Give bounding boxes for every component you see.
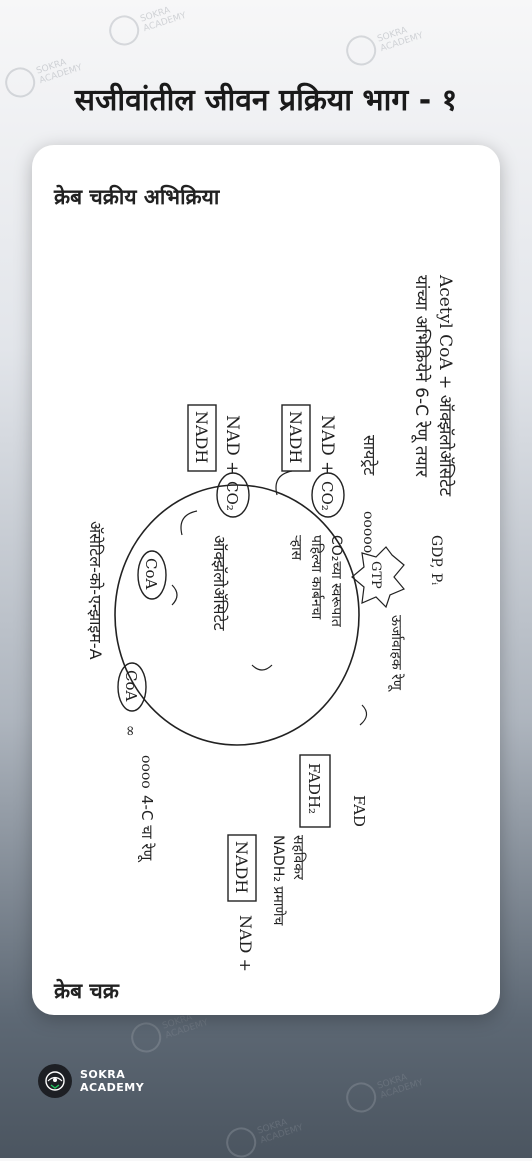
co2-1: CO₂ bbox=[318, 481, 336, 511]
top-note-line2: यांच्या अभिक्रियेने 6-C रेणू तयार bbox=[411, 275, 432, 478]
fad-label: FAD bbox=[350, 795, 368, 827]
fadh2-label: FADH₂ bbox=[305, 763, 323, 814]
coa-left-oval bbox=[117, 662, 147, 712]
four-c-label: 4-C चा रेणू bbox=[137, 795, 156, 862]
citrate-chain: ooooo bbox=[360, 511, 376, 553]
gdp-label: GDP, Pᵢ bbox=[428, 535, 444, 585]
coa-right: CoA bbox=[142, 558, 160, 590]
oxaloacetate-label: ऑक्झॅलोॲसिटेट bbox=[210, 535, 229, 632]
brand-line2: ACADEMY bbox=[80, 1081, 145, 1094]
acetyl-coa-label: ॲसेटिल-को-एन्झाइम-A bbox=[86, 521, 105, 660]
card-footer-label: क्रेब चक्र bbox=[54, 979, 119, 1003]
page-title: सजीवांतील जीवन प्रक्रिया भाग - १ bbox=[74, 83, 458, 118]
nadh2-note-line2: सहविकर bbox=[290, 835, 307, 880]
nadh-3: NADH bbox=[232, 841, 251, 893]
co2-note1-line2: पहिल्या कार्बनचा bbox=[308, 535, 325, 620]
nadh-1: NADH bbox=[286, 411, 305, 463]
nadh2-note-line1: NADH₂ प्रमाणेच bbox=[270, 835, 287, 927]
top-note-line1: Acetyl CoA + ऑक्झॅलोॲसिटेट bbox=[435, 274, 456, 497]
gtp-label: GTP bbox=[368, 561, 383, 589]
brand-logo: SOKRA ACADEMY bbox=[38, 1064, 144, 1098]
co2-note1-line3: ऱ्हास bbox=[288, 535, 304, 561]
nad-plus-3: NAD + bbox=[236, 915, 255, 972]
energy-note: ऊर्जावाहक रेणू bbox=[388, 615, 405, 692]
brand-line1: SOKRA bbox=[80, 1068, 126, 1081]
four-c-chain: oooo bbox=[138, 755, 154, 789]
krebs-cycle-svg: Acetyl CoA + ऑक्झॅलोॲसिटेट यांच्या अभिक्… bbox=[86, 274, 456, 972]
coa-right-oval bbox=[137, 550, 167, 600]
citrate-label: सायट्रेट bbox=[360, 435, 379, 476]
nad-plus-2: NAD + bbox=[222, 415, 242, 475]
content-card: क्रेब चक्रीय अभिक्रिया Acetyl CoA + ऑक्झ… bbox=[32, 145, 500, 1015]
co2-note1-line1: CO₂च्या स्वरूपात bbox=[328, 535, 344, 628]
krebs-cycle-diagram: Acetyl CoA + ऑक्झॅलोॲसिटेट यांच्या अभिक्… bbox=[62, 235, 472, 995]
co-small: ∞ bbox=[122, 725, 138, 737]
co2-2: CO₂ bbox=[223, 481, 241, 511]
nad-plus-1: NAD + bbox=[317, 415, 337, 475]
gtp-star bbox=[351, 546, 405, 609]
coa-left: CoA bbox=[122, 670, 140, 702]
card-heading: क्रेब चक्रीय अभिक्रिया bbox=[54, 185, 220, 209]
nadh-2: NADH bbox=[192, 411, 211, 463]
cycle-circle bbox=[114, 484, 360, 746]
sokra-logo-icon bbox=[38, 1064, 72, 1098]
